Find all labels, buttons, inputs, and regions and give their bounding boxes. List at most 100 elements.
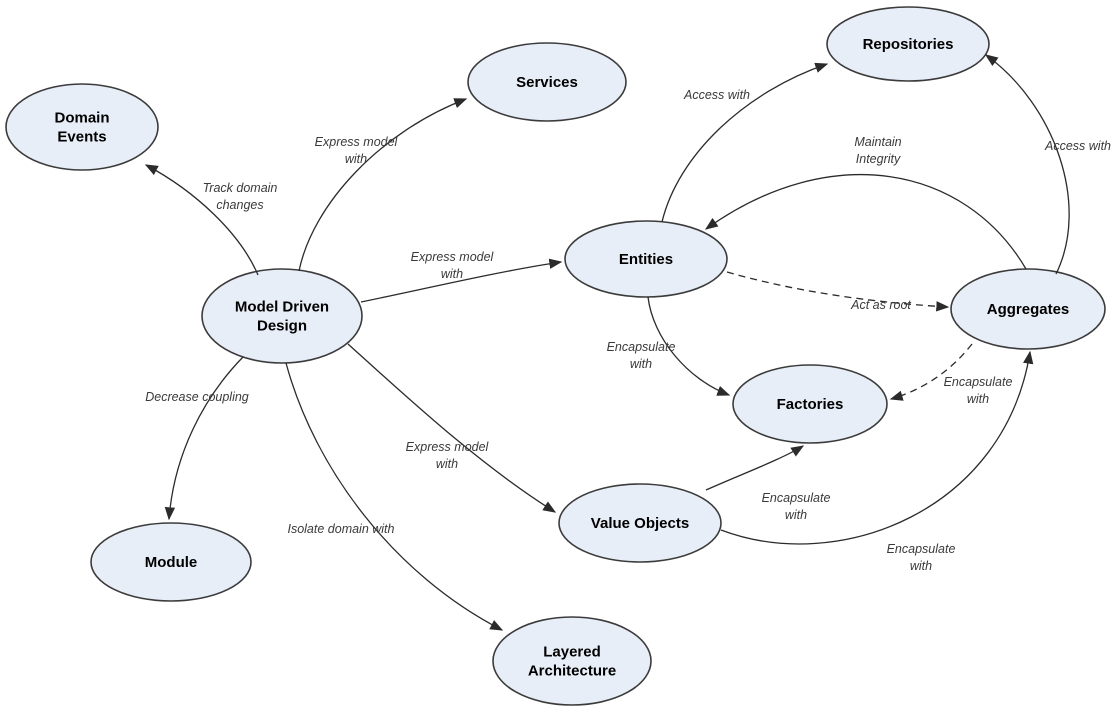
node-label-line: Model Driven	[235, 299, 329, 316]
node-ellipse	[5, 83, 159, 171]
node-label: Repositories	[863, 36, 954, 53]
edge-label: Isolate domain with	[287, 522, 394, 536]
node-ellipse	[201, 268, 363, 364]
node-ellipse	[467, 42, 627, 122]
edge-label-line: Track domain	[203, 181, 278, 195]
edge-line-value-objects-to-aggregates	[720, 350, 1034, 545]
node-ellipse	[558, 483, 722, 563]
edge-line-model-driven-design-to-entities	[360, 258, 563, 303]
node-label-line: Domain	[54, 110, 109, 127]
node-ellipse	[492, 616, 652, 706]
node-label-line: Events	[57, 129, 106, 146]
edge-label: Express model with	[411, 250, 495, 281]
edge-line-model-driven-design-to-value-objects	[347, 343, 557, 513]
edge-label-line: with	[441, 267, 463, 281]
edge-line-aggregates-to-repositories	[984, 54, 1070, 275]
edge-label-line: with	[785, 508, 807, 522]
node-ellipse	[90, 522, 252, 602]
edge-act-as-root: Act as root	[726, 271, 950, 312]
node-ellipse	[564, 220, 728, 298]
edge-isolate-domain-with: Isolate domain with	[285, 362, 504, 631]
node-repositories: Repositories	[826, 6, 990, 82]
node-label: Aggregates	[987, 301, 1070, 318]
edge-express-model-value-objects: Express model with	[347, 343, 557, 513]
edge-label-line: Express model	[315, 135, 399, 149]
edge-line-model-driven-design-to-services	[298, 98, 468, 272]
edge-label: Decrease coupling	[145, 390, 249, 404]
node-label-line: Module	[145, 554, 198, 571]
edge-encapsulate-value-objects-aggregates: Encapsulate with	[720, 350, 1034, 573]
edge-track-domain-changes: Track domain changes	[144, 164, 278, 276]
edge-label-line: Express model	[406, 440, 490, 454]
edge-decrease-coupling: Decrease coupling	[145, 356, 249, 521]
edge-label-line: Encapsulate	[944, 375, 1013, 389]
edge-label: Encapsulate with	[944, 375, 1013, 406]
edge-label-line: with	[967, 392, 989, 406]
node-label-line: Entities	[619, 251, 673, 268]
edge-line-model-driven-design-to-layered-architecture	[285, 362, 504, 631]
edge-label: Access with	[683, 88, 750, 102]
node-label: Entities	[619, 251, 673, 268]
edge-label: Act as root	[850, 298, 911, 312]
node-factories: Factories	[732, 364, 888, 444]
edge-line-aggregates-to-factories	[889, 343, 973, 401]
edge-label-line: Access with	[683, 88, 750, 102]
edge-label-line: changes	[216, 198, 263, 212]
node-ellipse	[732, 364, 888, 444]
edge-line-value-objects-to-factories	[705, 445, 805, 491]
edge-label-line: Integrity	[856, 152, 901, 166]
edge-access-with-entities: Access with	[661, 62, 829, 223]
edge-label-line: Decrease coupling	[145, 390, 249, 404]
edge-line-model-driven-design-to-module	[164, 356, 244, 521]
edge-encapsulate-entities-factories: Encapsulate with	[607, 296, 731, 396]
edge-encapsulate-aggregates-factories: Encapsulate with	[889, 343, 1013, 406]
edge-label-line: Express model	[411, 250, 495, 264]
node-label-line: Aggregates	[987, 301, 1070, 318]
edge-label-line: with	[436, 457, 458, 471]
node-label: Factories	[777, 396, 844, 413]
node-module: Module	[90, 522, 252, 602]
node-label-line: Layered	[543, 644, 601, 661]
edge-label-line: with	[630, 357, 652, 371]
edge-label-line: Encapsulate	[762, 491, 831, 505]
edge-access-with-aggregates: Access with	[984, 54, 1111, 275]
node-services: Services	[467, 42, 627, 122]
edge-label: Encapsulate with	[762, 491, 831, 522]
node-ellipse	[826, 6, 990, 82]
node-ellipse	[950, 268, 1106, 350]
node-value-objects: Value Objects	[558, 483, 722, 563]
edge-label-line: Access with	[1044, 139, 1111, 153]
node-label-line: Value Objects	[591, 515, 689, 532]
edge-label-line: with	[345, 152, 367, 166]
edge-label-line: Isolate domain with	[287, 522, 394, 536]
node-label-line: Factories	[777, 396, 844, 413]
node-label-line: Design	[257, 318, 307, 335]
edge-label-line: with	[910, 559, 932, 573]
edge-line-model-driven-design-to-domain-events	[144, 164, 259, 276]
edge-label-line: Encapsulate	[607, 340, 676, 354]
edge-label-line: Act as root	[850, 298, 911, 312]
node-label: Services	[516, 74, 578, 91]
edge-line-entities-to-aggregates	[726, 271, 950, 312]
edge-express-model-services: Express model with	[298, 98, 468, 272]
node-label-line: Architecture	[528, 663, 616, 680]
node-label-line: Repositories	[863, 36, 954, 53]
node-aggregates: Aggregates	[950, 268, 1106, 350]
node-label: Value Objects	[591, 515, 689, 532]
edge-express-model-entities: Express model with	[360, 250, 563, 303]
edge-label: Encapsulate with	[607, 340, 676, 371]
node-entities: Entities	[564, 220, 728, 298]
edge-label: Access with	[1044, 139, 1111, 153]
edge-label: Track domain changes	[203, 181, 278, 212]
edge-label: Express model with	[315, 135, 399, 166]
edge-line-entities-to-factories	[647, 296, 731, 396]
